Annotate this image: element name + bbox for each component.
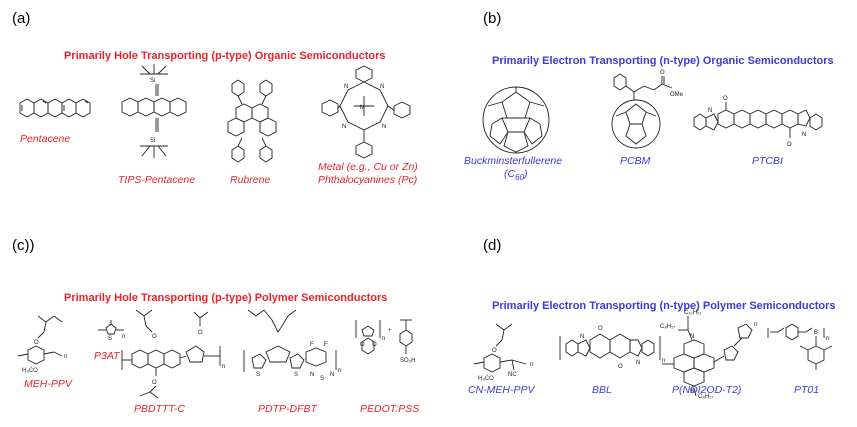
- cn-meh-ppv-structure: O NC n H₃CO: [473, 323, 533, 382]
- caption-tips-pentacene: TIPS-Pentacene: [118, 174, 196, 186]
- svg-text:N: N: [690, 334, 694, 340]
- svg-text:+: +: [388, 328, 392, 334]
- panel-label-c: (c)): [12, 237, 35, 254]
- svg-text:n: n: [530, 362, 533, 368]
- caption-buckminsterfullerene: Buckminsterfullerene: [464, 155, 563, 167]
- c60-structure: [482, 86, 550, 154]
- svg-text:n: n: [222, 364, 225, 370]
- svg-text:N: N: [342, 124, 346, 130]
- svg-text:C₁₀H₂₁: C₁₀H₂₁: [684, 310, 702, 316]
- pt01-structure: B n: [767, 323, 833, 370]
- svg-text:O: O: [34, 340, 39, 346]
- ptcbi-structure: O O N N: [693, 96, 823, 148]
- svg-text:S: S: [320, 376, 324, 382]
- svg-text:OMe: OMe: [670, 92, 684, 98]
- tips-pentacene-structure: Si Si: [121, 64, 187, 158]
- panel-a-title: Primarily Hole Transporting (p-type) Org…: [64, 50, 386, 62]
- svg-text:S: S: [256, 372, 260, 378]
- svg-text:F: F: [310, 342, 314, 348]
- svg-text:H₃CO: H₃CO: [22, 368, 38, 374]
- rubrene-structure: [227, 79, 277, 163]
- caption-ptcbi: PTCBI: [752, 155, 783, 167]
- pndi2od-t2-structure: C₁₀H₂₁ C₈H₁₇ n N N C₈H₁₇: [660, 310, 757, 400]
- meh-ppv-structure: O n H₃CO: [17, 315, 67, 374]
- caption-c60: (C60): [504, 168, 528, 184]
- svg-text:n: n: [122, 334, 125, 340]
- svg-text:O: O: [152, 334, 157, 340]
- svg-text:O: O: [618, 364, 623, 370]
- svg-text:n: n: [826, 336, 829, 342]
- svg-text:n: n: [754, 322, 757, 328]
- panel-label-b: (b): [483, 10, 502, 27]
- svg-text:N: N: [802, 132, 806, 138]
- svg-text:N: N: [310, 372, 314, 378]
- svg-text:O: O: [660, 70, 665, 76]
- caption-cn-meh-ppv: CN-MEH-PPV: [468, 384, 535, 396]
- svg-text:N: N: [636, 360, 640, 366]
- caption-metal-pc-2: Phthalocyanines (Pc): [318, 174, 418, 186]
- svg-text:N: N: [330, 372, 334, 378]
- svg-text:Si: Si: [150, 78, 155, 84]
- caption-pedot-pss: PEDOT:PSS: [360, 403, 420, 415]
- svg-text:n: n: [64, 354, 67, 360]
- pentacene-structure: [19, 98, 91, 118]
- svg-text:C₈H₁₇: C₈H₁₇: [698, 394, 713, 400]
- caption-pbdttt-c: PBDTTT-C: [134, 403, 185, 415]
- pbdttt-c-structure: O O n O: [121, 309, 225, 399]
- svg-text:S: S: [294, 372, 298, 378]
- panel-c-title: Primarily Hole Transporting (p-type) Pol…: [64, 292, 388, 304]
- svg-text:O: O: [152, 380, 157, 386]
- panel-label-a: (a): [12, 10, 31, 27]
- svg-text:O: O: [360, 342, 365, 348]
- bbl-structure: O O N N n: [559, 326, 665, 370]
- caption-pentacene: Pentacene: [20, 133, 71, 145]
- svg-text:M: M: [360, 105, 365, 111]
- svg-text:N: N: [380, 84, 384, 90]
- svg-text:O: O: [372, 342, 377, 348]
- caption-c60-close: ): [524, 168, 528, 180]
- svg-text:O: O: [492, 348, 497, 354]
- svg-text:O: O: [198, 330, 203, 336]
- svg-text:O: O: [787, 142, 792, 148]
- pcbm-structure: O OMe: [611, 70, 684, 149]
- svg-text:F: F: [324, 342, 328, 348]
- caption-metal-pc-1: Metal (e.g., Cu or Zn): [318, 161, 418, 173]
- phthalocyanine-structure: M N N N N: [321, 65, 411, 159]
- svg-text:Si: Si: [150, 138, 155, 144]
- svg-text:n: n: [338, 368, 341, 374]
- caption-c60-subscript: 60: [515, 173, 524, 183]
- svg-text:N: N: [690, 388, 694, 394]
- caption-rubrene: Rubrene: [230, 174, 271, 186]
- svg-text:NC: NC: [508, 372, 517, 378]
- svg-text:N: N: [344, 84, 348, 90]
- caption-meh-ppv: MEH-PPV: [24, 378, 72, 390]
- svg-text:N: N: [382, 124, 386, 130]
- svg-text:C₈H₁₇: C₈H₁₇: [660, 324, 675, 330]
- caption-pndi2od-t2: P(NDI2OD-T2): [672, 384, 742, 396]
- caption-pt01: PT01: [794, 384, 820, 396]
- panel-d-title: Primarily Electron Transporting (n-type)…: [492, 300, 836, 312]
- panel-b-title: Primarily Electron Transporting (n-type)…: [492, 55, 834, 67]
- caption-pdtp-dfbt: PDTP-DFBT: [258, 403, 317, 415]
- caption-pcbm: PCBM: [620, 155, 651, 167]
- caption-bbl: BBL: [592, 384, 612, 396]
- svg-text:O: O: [723, 96, 728, 102]
- svg-text:SO₃H: SO₃H: [400, 358, 415, 364]
- pedot-pss-structure: n O O + SO₃H: [355, 319, 415, 364]
- svg-text:O: O: [598, 326, 603, 332]
- svg-text:B: B: [814, 330, 818, 336]
- svg-text:n: n: [662, 358, 665, 364]
- svg-text:n: n: [382, 336, 385, 342]
- svg-text:H₃CO: H₃CO: [478, 376, 494, 382]
- svg-text:N: N: [708, 108, 712, 114]
- svg-text:S: S: [108, 336, 112, 342]
- panel-label-d: (d): [483, 237, 502, 254]
- caption-p3at: P3AT: [94, 350, 120, 362]
- svg-text:N: N: [580, 334, 584, 340]
- caption-c60-open: (C: [504, 168, 516, 180]
